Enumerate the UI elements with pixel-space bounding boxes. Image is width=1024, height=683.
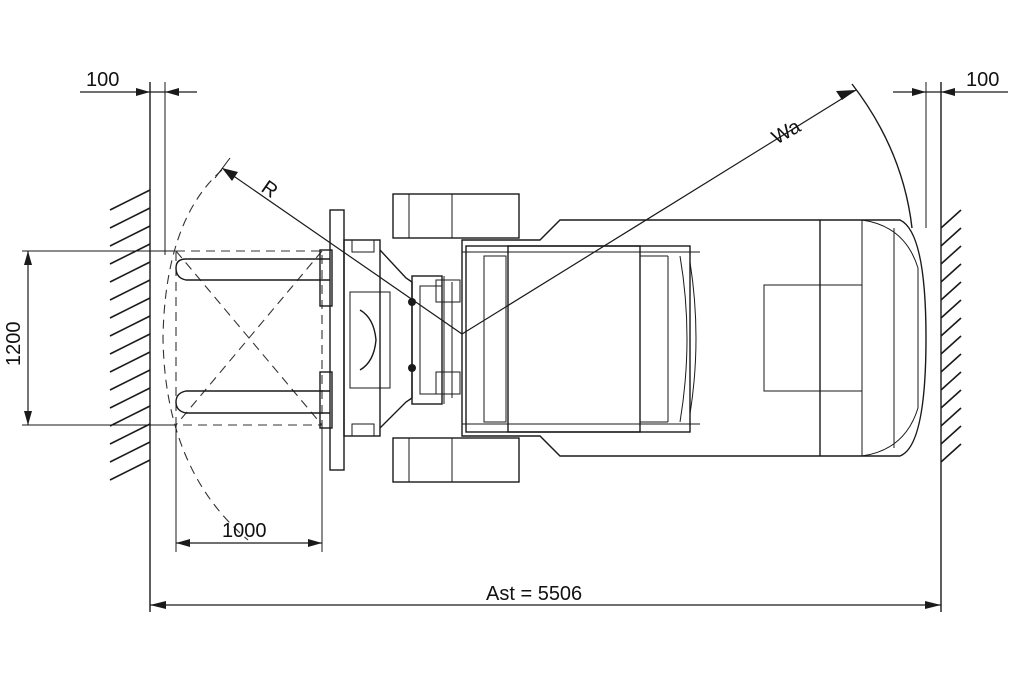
label-clear-right: 100 xyxy=(966,69,999,91)
mast xyxy=(379,249,461,429)
wa-arc xyxy=(851,83,913,229)
aisle-boundaries xyxy=(149,82,942,612)
pallet-load-outline xyxy=(22,250,323,426)
label-radius: R xyxy=(257,176,281,202)
dimension-clear-left xyxy=(80,88,197,96)
chassis xyxy=(461,219,927,457)
radius-line xyxy=(214,157,463,335)
front-wheels xyxy=(392,193,520,483)
dimension-load-width xyxy=(24,251,32,425)
forks xyxy=(175,258,330,414)
label-wa: Wa xyxy=(768,115,805,149)
left-wall-hatch xyxy=(109,189,151,481)
swing-arc xyxy=(162,169,249,541)
dimension-clear-right xyxy=(893,88,1008,96)
operator-cab xyxy=(465,245,697,433)
wa-line xyxy=(461,89,857,335)
fork-carriage xyxy=(319,209,391,471)
label-load-width: 1200 xyxy=(3,322,25,367)
label-clear-left: 100 xyxy=(86,69,119,91)
dimension-load-length xyxy=(175,425,323,552)
label-load-length: 1000 xyxy=(222,520,267,542)
label-aisle-width: Ast = 5506 xyxy=(486,583,582,605)
right-wall-hatch xyxy=(940,209,962,463)
dimension-aisle-width xyxy=(150,601,941,609)
